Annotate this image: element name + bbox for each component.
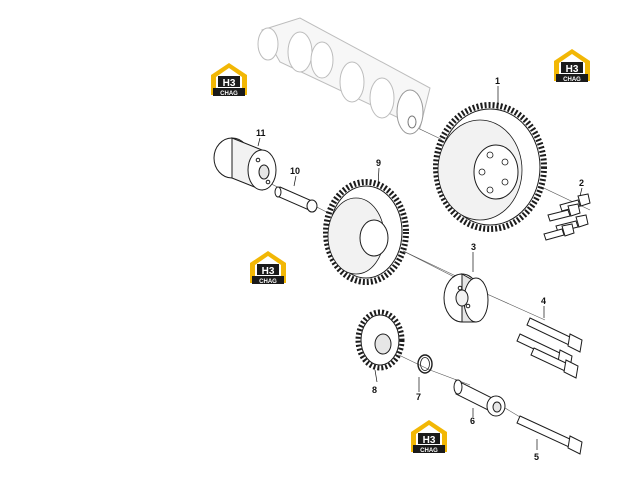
callout-11: 11 [256, 128, 266, 138]
logo-watermark-4: H3 CHAG [411, 420, 447, 454]
logo-mark: H3 [262, 266, 275, 277]
callout-7: 7 [416, 392, 421, 402]
logo-word: CHAG [420, 448, 438, 454]
callout-8: 8 [372, 385, 377, 395]
camshaft [257, 17, 431, 135]
logo-word: CHAG [259, 279, 277, 285]
o-ring [417, 354, 433, 374]
flange-plate [443, 273, 489, 323]
callout-10: 10 [290, 166, 300, 176]
bolt-5 [516, 415, 583, 455]
callout-9: 9 [376, 158, 381, 168]
logo-word: CHAG [563, 77, 581, 83]
leader-lines [257, 86, 583, 450]
logo-mark: H3 [423, 435, 436, 446]
sleeve [453, 379, 506, 417]
logo-watermark-3: H3 CHAG [250, 251, 286, 285]
logo-mark: H3 [566, 64, 579, 75]
logo-mark: H3 [223, 78, 236, 89]
flanged-hub [213, 137, 277, 191]
callout-5: 5 [534, 452, 539, 462]
callout-3: 3 [471, 242, 476, 252]
logo-word: CHAG [220, 91, 238, 97]
long-bolts [516, 317, 583, 379]
bolts-set-2 [543, 193, 591, 241]
callout-2: 2 [579, 178, 584, 188]
intermediate-gear [323, 179, 409, 285]
callout-labels: 1 2 3 4 5 6 7 8 9 10 11 [256, 76, 584, 462]
small-gear [355, 309, 405, 371]
callout-4: 4 [541, 296, 546, 306]
logo-watermark-2: H3 CHAG [554, 49, 590, 83]
callout-6: 6 [470, 416, 475, 426]
cam-gear [433, 102, 547, 232]
callout-1: 1 [495, 76, 500, 86]
logo-watermark-1: H3 CHAG [211, 63, 247, 97]
pin [274, 186, 318, 213]
